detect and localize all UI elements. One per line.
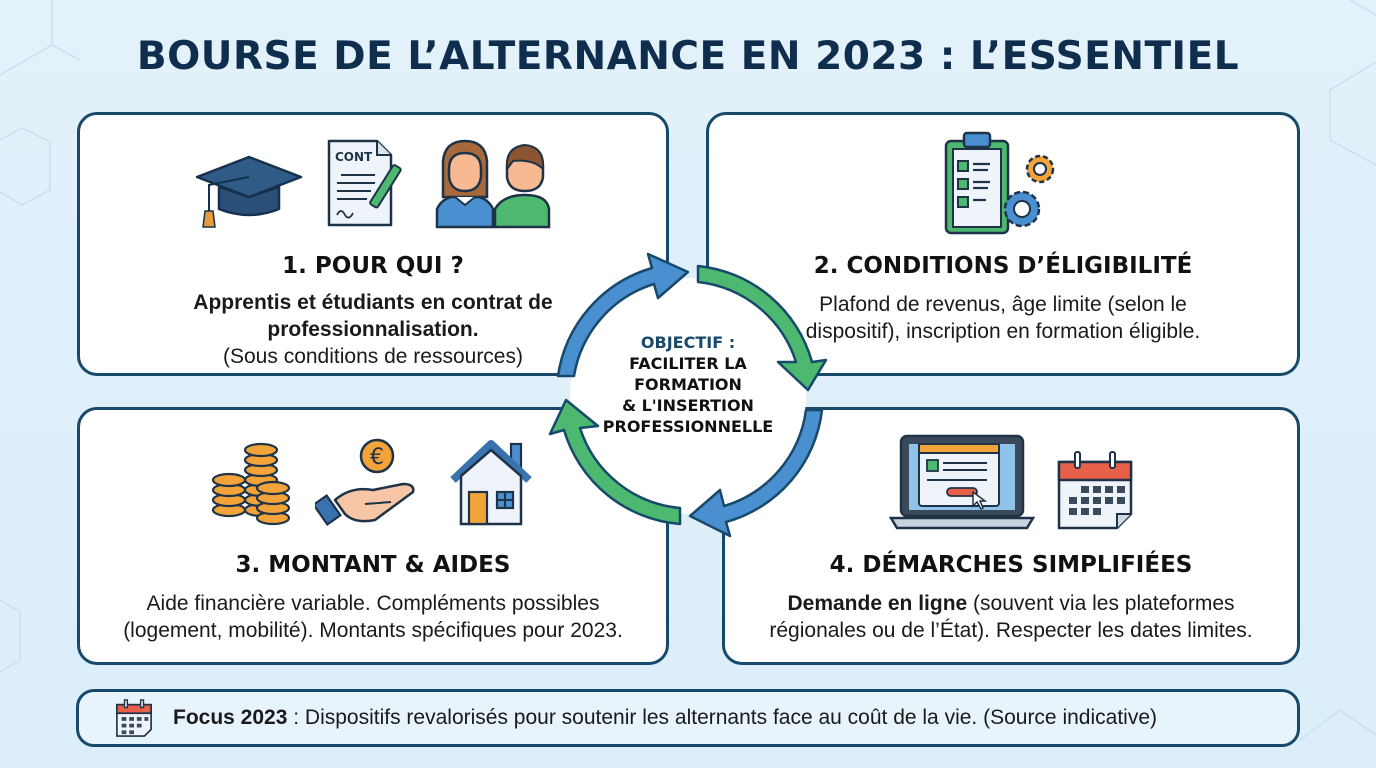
cycle-arrow-blue-top — [556, 252, 690, 378]
card-montant-aides: € 3. MONTANT & AIDES Aide financière var… — [77, 407, 669, 665]
laptop-form-icon — [888, 434, 1036, 530]
card-body: Apprentis et étudiants en contrat de pro… — [193, 291, 553, 368]
people-icon — [435, 139, 551, 229]
checklist-gears-icon — [944, 131, 1055, 235]
calendar-icon — [116, 699, 152, 737]
card-conditions-eligibilite: 2. CONDITIONS D’ÉLIGIBILITÉ Plafond de r… — [706, 112, 1300, 376]
card-heading: 4. DÉMARCHES SIMPLIFIÉES — [829, 552, 1193, 578]
card-heading: 2. CONDITIONS D’ÉLIGIBILITÉ — [813, 253, 1193, 279]
svg-text:€: € — [370, 445, 384, 470]
hand-euro-icon: € — [315, 438, 415, 526]
cycle-arrow-green-right — [696, 264, 828, 392]
calendar-icon — [1057, 451, 1133, 530]
card-body: Aide financière variable. Compléments po… — [123, 592, 623, 642]
graduation-cap-icon — [195, 155, 303, 228]
cycle-arrow-green-left — [548, 398, 682, 526]
cycle-arrow-blue-bottom — [688, 408, 824, 538]
contract-icon: CONT — [327, 139, 402, 227]
objective-label: OBJECTIF : — [640, 333, 736, 352]
focus-footer-banner: Focus 2023 : Dispositifs revalorisés pou… — [76, 689, 1300, 747]
house-icon — [450, 440, 532, 526]
footer-text: Focus 2023 : Dispositifs revalorisés pou… — [173, 706, 1157, 729]
card-body: Demande en ligne (souvent via les platef… — [769, 592, 1253, 642]
center-objective: OBJECTIF : FACILITER LA FORMATION & L'IN… — [588, 332, 788, 437]
coins-icon — [211, 442, 291, 526]
svg-text:CONT: CONT — [335, 150, 373, 164]
card-demarches-simplifiees: 4. DÉMARCHES SIMPLIFIÉES Demande en lign… — [722, 407, 1300, 665]
page-title: BOURSE DE L’ALTERNANCE EN 2023 : L’ESSEN… — [136, 34, 1240, 79]
card-body: Plafond de revenus, âge limite (selon le… — [805, 293, 1201, 343]
cycle-arrows-diagram — [548, 252, 828, 538]
card-heading: 1. POUR QUI ? — [282, 253, 464, 279]
card-pour-qui: CONT 1. POUR QUI ? Apprentis et étudiant… — [77, 112, 669, 376]
card-heading: 3. MONTANT & AIDES — [235, 552, 511, 578]
